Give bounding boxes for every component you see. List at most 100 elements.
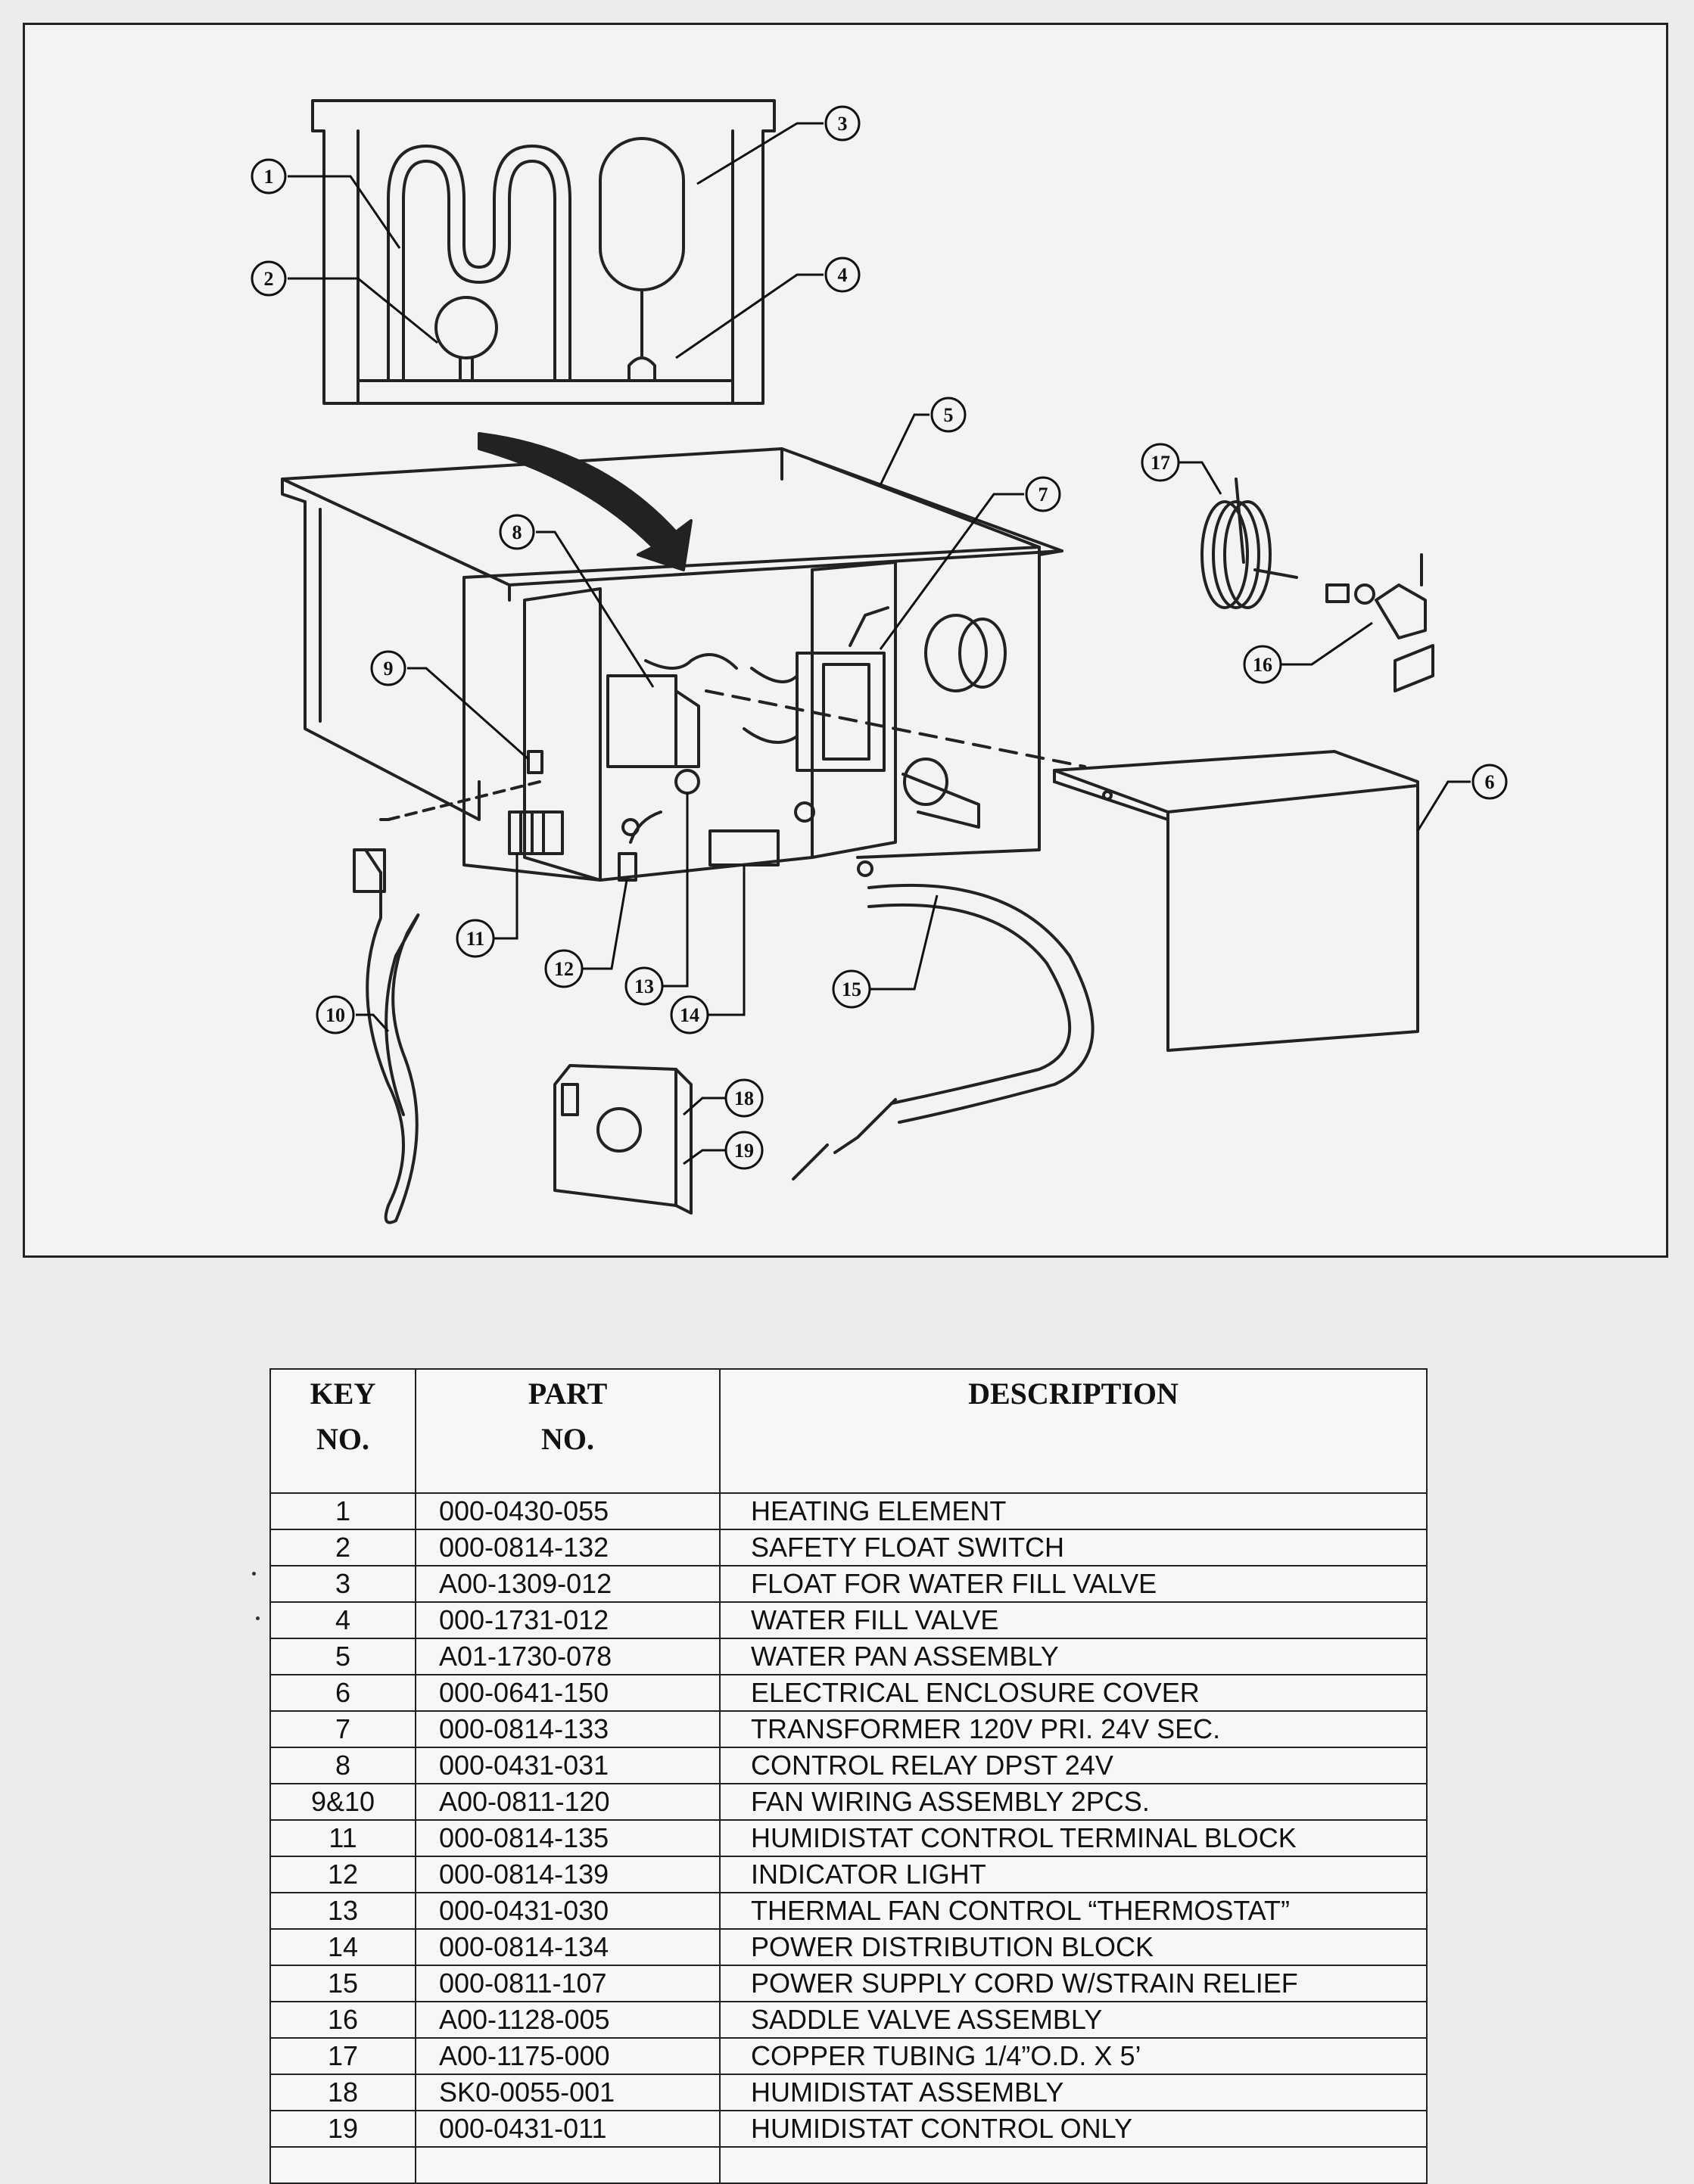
header-part-line1: PART: [528, 1377, 608, 1411]
callout-6-label: 6: [1485, 771, 1495, 793]
part-no: 000-0641-150: [415, 1674, 721, 1712]
description: [719, 2146, 1428, 2184]
description: HEATING ELEMENT: [719, 1492, 1428, 1530]
callout-8-label: 8: [512, 521, 522, 543]
description: INDICATOR LIGHT: [719, 1856, 1428, 1893]
key-no: 18: [269, 2074, 416, 2111]
key-no: 8: [269, 1747, 416, 1784]
description: HUMIDISTAT CONTROL ONLY: [719, 2110, 1428, 2148]
callout-13: 13: [624, 966, 664, 1006]
key-no: 13: [269, 1892, 416, 1930]
part-no: 000-0430-055: [415, 1492, 721, 1530]
part-no: A01-1730-078: [415, 1638, 721, 1675]
header-key-no: KEY NO.: [269, 1368, 416, 1494]
callout-12-label: 12: [554, 958, 574, 980]
description: SADDLE VALVE ASSEMBLY: [719, 2001, 1428, 2039]
part-no: A00-0811-120: [415, 1783, 721, 1821]
power-supply-cord: [792, 883, 1095, 1181]
callout-17-label: 17: [1151, 452, 1170, 474]
callout-11: 11: [456, 919, 495, 958]
key-no: 1: [269, 1492, 416, 1530]
description: SAFETY FLOAT SWITCH: [719, 1529, 1428, 1566]
part-no: [415, 2146, 721, 2184]
scan-speck: [252, 1572, 256, 1576]
electrical-enclosure-cover: [1053, 750, 1419, 1052]
header-key-line1: KEY: [310, 1377, 376, 1411]
fan-wiring-cord: [353, 848, 420, 1224]
part-no: 000-1731-012: [415, 1601, 721, 1639]
callout-1: 1: [251, 158, 287, 194]
description: COPPER TUBING 1/4”O.D. X 5’: [719, 2037, 1428, 2075]
callout-9-label: 9: [384, 658, 394, 680]
key-no: 9&10: [269, 1783, 416, 1821]
humidistat-assembly: [553, 1064, 693, 1215]
description: CONTROL RELAY DPST 24V: [719, 1747, 1428, 1784]
control-box: [462, 546, 1041, 882]
callout-2-label: 2: [264, 268, 274, 290]
header-key-line2: NO.: [316, 1422, 369, 1456]
part-no: 000-0814-134: [415, 1928, 721, 1966]
scan-speck: [256, 1616, 260, 1620]
callout-17: 17: [1141, 443, 1180, 482]
part-no: A00-1175-000: [415, 2037, 721, 2075]
description: FLOAT FOR WATER FILL VALVE: [719, 1565, 1428, 1603]
exploded-parts-diagram: 1 2 3 4 5 6 7 8 9 10 11 12 13 14 15 16 1…: [23, 23, 1668, 1258]
inset-pan-view: [311, 99, 776, 405]
part-no: 000-0811-107: [415, 1965, 721, 2002]
callout-12: 12: [544, 949, 584, 988]
description: POWER SUPPLY CORD W/STRAIN RELIEF: [719, 1965, 1428, 2002]
part-no: 000-0431-011: [415, 2110, 721, 2148]
callout-5-label: 5: [944, 404, 954, 426]
part-no: 000-0814-132: [415, 1529, 721, 1566]
diagram-drawing: 1 2 3 4 5 6 7 8 9 10 11 12 13 14 15 16 1…: [251, 99, 1508, 1224]
callout-6: 6: [1471, 764, 1508, 800]
water-pan-assembly: [281, 447, 1063, 821]
callout-7-label: 7: [1039, 484, 1048, 506]
callout-9: 9: [370, 650, 406, 686]
callout-2: 2: [251, 260, 287, 297]
key-no: 16: [269, 2001, 416, 2039]
callout-16-label: 16: [1253, 654, 1272, 676]
description: WATER FILL VALVE: [719, 1601, 1428, 1639]
copper-tubing: [1200, 478, 1298, 609]
callout-10-label: 10: [325, 1004, 345, 1026]
key-no: 6: [269, 1674, 416, 1712]
table-header-row: KEY NO. PART NO. DESCRIPTION: [269, 1368, 1428, 1494]
key-no: 17: [269, 2037, 416, 2075]
callout-1-label: 1: [264, 166, 274, 188]
callout-3-label: 3: [838, 113, 848, 135]
part-no: A00-1128-005: [415, 2001, 721, 2039]
callout-13-label: 13: [634, 975, 654, 997]
callout-18-label: 18: [734, 1087, 754, 1109]
callout-5: 5: [930, 397, 967, 433]
key-no: 3: [269, 1565, 416, 1603]
description: FAN WIRING ASSEMBLY 2PCS.: [719, 1783, 1428, 1821]
key-no: 12: [269, 1856, 416, 1893]
key-no: 5: [269, 1638, 416, 1675]
callout-4: 4: [824, 257, 861, 293]
table-row: [269, 2146, 1428, 2184]
callout-7: 7: [1025, 476, 1061, 512]
callout-14-label: 14: [680, 1004, 699, 1026]
key-no: 2: [269, 1529, 416, 1566]
header-part-no: PART NO.: [415, 1368, 721, 1494]
header-description: DESCRIPTION: [719, 1368, 1428, 1494]
callout-19-label: 19: [734, 1140, 754, 1162]
part-no: 000-0814-139: [415, 1856, 721, 1893]
description: ELECTRICAL ENCLOSURE COVER: [719, 1674, 1428, 1712]
key-no: 14: [269, 1928, 416, 1966]
key-no: 19: [269, 2110, 416, 2148]
callout-3: 3: [824, 105, 861, 142]
